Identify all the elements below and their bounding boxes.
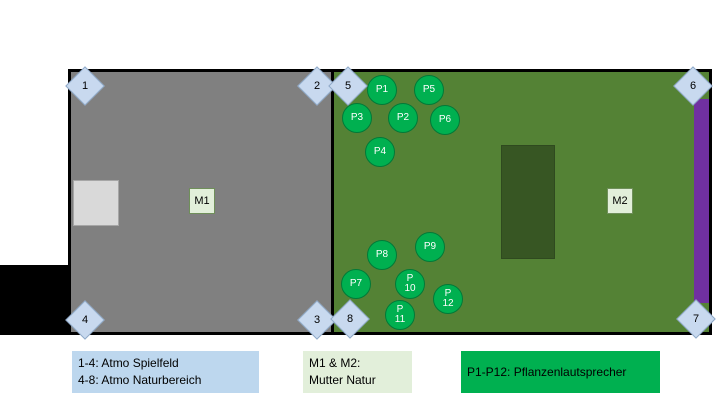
plant-speaker-p1: P1 bbox=[367, 75, 397, 105]
legend-atmo-line1: 1-4: Atmo Spielfeld bbox=[78, 356, 179, 370]
legend-plants: P1-P12: Pflanzenlautsprecher bbox=[461, 351, 660, 393]
black-block bbox=[0, 265, 72, 335]
legend-mutter-natur: M1 & M2: Mutter Natur bbox=[303, 351, 412, 393]
plant-speaker-p2: P2 bbox=[388, 103, 418, 133]
dark-green-rectangle bbox=[501, 145, 555, 259]
legend-mutter-line1: M1 & M2: bbox=[309, 356, 361, 370]
legend-plants-text: P1-P12: Pflanzenlautsprecher bbox=[467, 364, 627, 379]
plant-speaker-p10: P 10 bbox=[395, 269, 425, 299]
plant-speaker-p11: P 11 bbox=[385, 300, 415, 330]
plant-speaker-p9: P9 bbox=[415, 232, 445, 262]
legend-atmo-line2: 4-8: Atmo Naturbereich bbox=[78, 373, 202, 387]
purple-strip bbox=[694, 99, 709, 303]
plant-speaker-p6: P6 bbox=[430, 105, 460, 135]
white-box bbox=[73, 180, 119, 226]
plant-speaker-p12: P 12 bbox=[433, 284, 463, 314]
mixer-m1: M1 bbox=[189, 188, 215, 214]
mixer-m2: M2 bbox=[607, 188, 633, 214]
legend-mutter-line2: Mutter Natur bbox=[309, 373, 376, 387]
plant-speaker-p3: P3 bbox=[342, 103, 372, 133]
legend-atmo: 1-4: Atmo Spielfeld 4-8: Atmo Naturberei… bbox=[72, 351, 259, 393]
plant-speaker-p7: P7 bbox=[341, 269, 371, 299]
plant-speaker-p5: P5 bbox=[414, 75, 444, 105]
plant-speaker-p4: P4 bbox=[365, 137, 395, 167]
plant-speaker-p8: P8 bbox=[367, 240, 397, 270]
